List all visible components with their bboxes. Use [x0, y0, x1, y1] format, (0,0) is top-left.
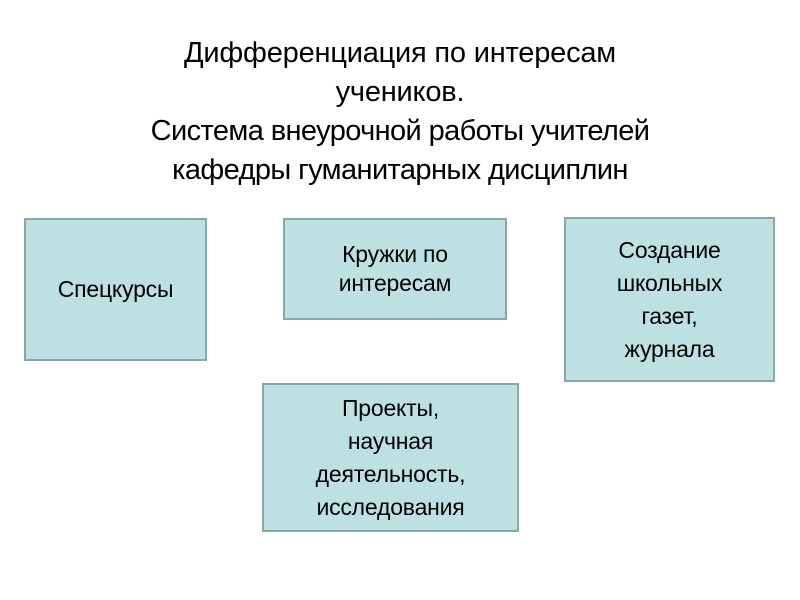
box-kruzhki-line-2: интересам: [338, 270, 452, 296]
title-line-4: кафедры гуманитарных дисциплин: [172, 154, 628, 186]
box-gazety-line-2: школьных: [616, 269, 723, 296]
box-speckursy-line-1: Спецкурсы: [57, 276, 174, 302]
box-kruzhki-line-1: Кружки по: [342, 241, 448, 267]
box-kruzhki-po-interesam: Кружки по интересам: [283, 218, 507, 320]
box-sozdanie-gazet: Создание школьных газет, журнала: [564, 217, 775, 382]
title-line-2: учеников.: [335, 76, 465, 108]
box-speckursy: Спецкурсы: [24, 218, 207, 361]
title-line-1: Дифференциация по интересам: [183, 37, 617, 69]
box-proekty-line-1: Проекты,: [341, 394, 440, 421]
box-proekty-line-3: деятельность,: [315, 460, 466, 487]
box-proekty-line-2: научная: [347, 427, 434, 454]
box-gazety-label: Создание школьных газет, журнала: [611, 234, 729, 366]
title-line-3: Система внеурочной работы учителей: [150, 115, 650, 147]
box-kruzhki-label: Кружки по интересам: [333, 240, 458, 298]
box-speckursy-label: Спецкурсы: [52, 275, 180, 304]
box-proekty-line-4: исследования: [316, 493, 465, 520]
box-gazety-line-3: газет,: [641, 302, 698, 329]
box-gazety-line-4: журнала: [624, 335, 715, 362]
box-proekty-label: Проекты, научная деятельность, исследова…: [310, 392, 472, 524]
box-gazety-line-1: Создание: [618, 236, 721, 263]
slide-title: Дифференциация по интересам учеников. Си…: [40, 34, 760, 190]
box-proekty-issledovaniya: Проекты, научная деятельность, исследова…: [262, 383, 519, 532]
